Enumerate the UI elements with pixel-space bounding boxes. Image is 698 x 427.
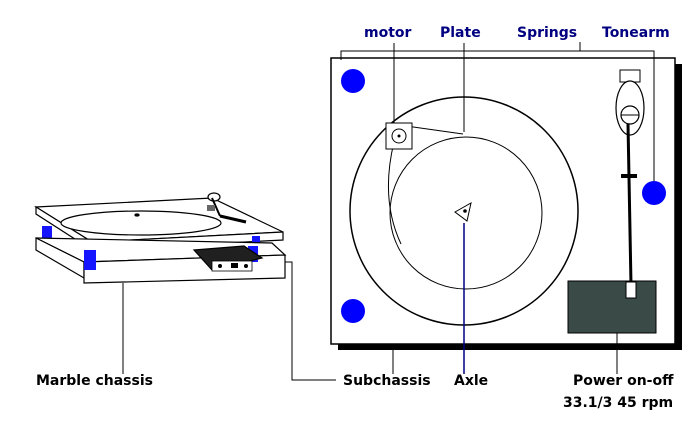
side-view-arm-base (207, 205, 215, 211)
side-view-turntable (34, 192, 287, 284)
tonearm-counterweight (619, 69, 641, 83)
spring-top-left (341, 69, 365, 93)
spring-right (642, 181, 666, 205)
leader-subchassis-side (285, 261, 336, 381)
side-view-power-button-1 (218, 264, 222, 268)
label-speeds: 33.1/3 45 rpm (563, 395, 674, 411)
side-view-arm-head (219, 214, 247, 224)
side-view-power-button-3 (244, 264, 248, 268)
side-view-power-button-2 (231, 263, 238, 268)
side-view-platter (60, 210, 222, 236)
label-subchassis: Subchassis (343, 373, 431, 389)
axle-center (463, 209, 467, 213)
subplatter (389, 136, 543, 290)
belt-left (387, 141, 402, 245)
tonearm-rest (621, 174, 637, 178)
label-power: Power on-off (573, 373, 674, 389)
label-axle: Axle (454, 373, 489, 389)
side-view-power-box (192, 245, 264, 271)
side-view-spring-front-left (84, 250, 96, 270)
label-marble-chassis: Marble chassis (36, 373, 153, 389)
tonearm-wand (626, 123, 633, 286)
side-view-spring-upper-left (42, 226, 52, 246)
label-springs: Springs (517, 25, 578, 41)
side-view-spindle (134, 213, 140, 217)
axle-triangle (454, 202, 472, 222)
spring-bottom-left (341, 299, 365, 323)
side-view-arm-pivot (207, 192, 221, 202)
springs-bracket-right (580, 50, 655, 185)
label-tonearm: Tonearm (602, 25, 670, 41)
tonearm-headshell (625, 281, 637, 299)
motor-shaft (397, 134, 401, 138)
label-plate: Plate (440, 25, 481, 41)
plan-view (330, 42, 682, 374)
springs-bracket-left (340, 50, 580, 60)
label-motor: motor (364, 25, 412, 41)
power-switch-box (567, 280, 657, 334)
side-view-arm (211, 197, 221, 217)
